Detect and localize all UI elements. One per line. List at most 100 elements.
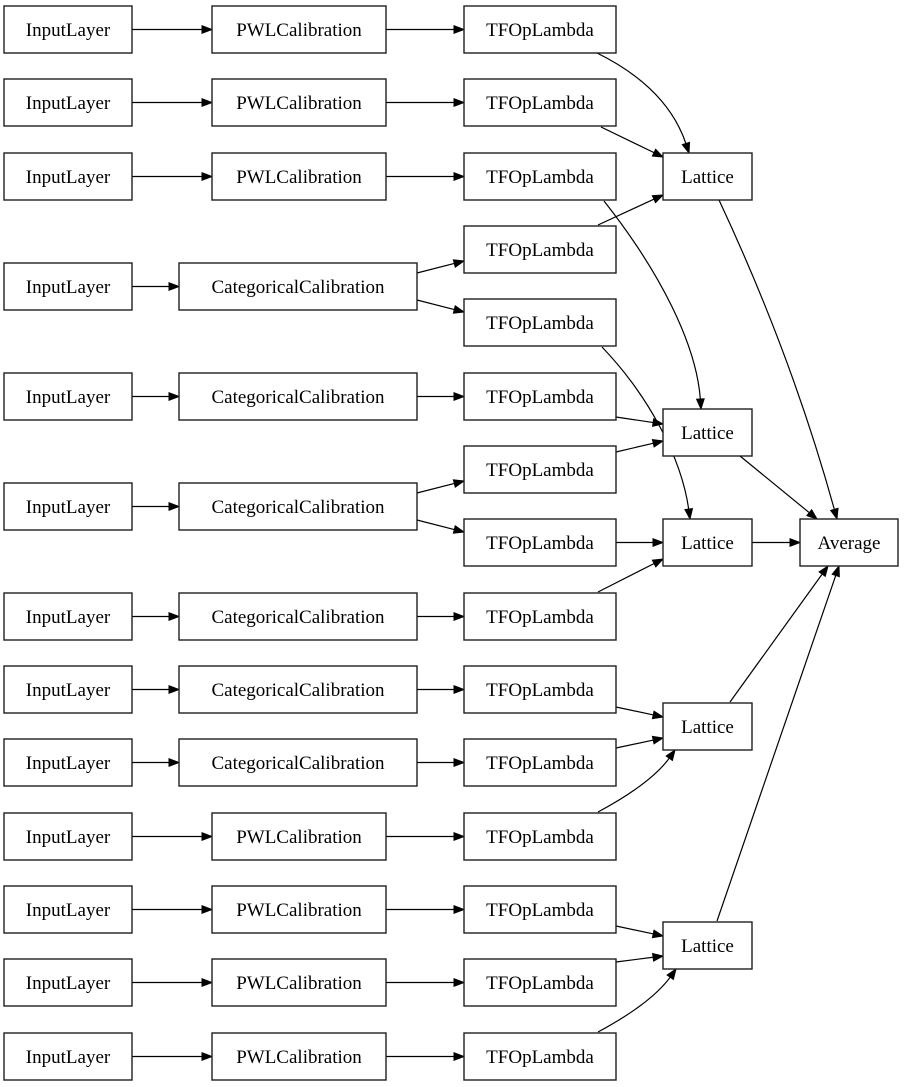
node-lat5: Lattice: [662, 921, 753, 970]
node-label: TFOpLambda: [486, 973, 594, 994]
node-cc4: CategoricalCalibration: [178, 592, 418, 641]
edge-line: [615, 739, 656, 749]
node-label: PWLCalibration: [236, 20, 362, 41]
node-il4: InputLayer: [3, 262, 133, 311]
node-label: Lattice: [681, 717, 734, 738]
arrowhead-icon: [452, 259, 466, 268]
edge-t7-lat2: [615, 438, 665, 453]
node-cc2: CategoricalCalibration: [178, 372, 418, 421]
arrowhead-icon: [681, 141, 691, 155]
edge-il4-cc1: [132, 281, 181, 292]
arrowhead-icon: [684, 508, 694, 521]
node-box: [3, 592, 133, 641]
node-label: TFOpLambda: [486, 240, 594, 261]
node-t2: TFOpLambda: [463, 78, 617, 127]
edge-t11-lat4: [615, 735, 665, 749]
edge-line: [615, 925, 656, 935]
edge-t3-lat2: [603, 200, 705, 411]
edge-il9-cc6: [132, 757, 181, 768]
node-box: [178, 592, 418, 641]
node-t3: TFOpLambda: [463, 152, 617, 201]
node-label: InputLayer: [26, 1047, 111, 1068]
node-box: [178, 262, 418, 311]
node-box: [178, 738, 418, 787]
node-t4: TFOpLambda: [463, 225, 617, 274]
node-il10: InputLayer: [3, 812, 133, 861]
node-label: InputLayer: [26, 497, 111, 518]
node-box: [662, 921, 753, 970]
node-box: [799, 518, 899, 567]
node-box: [178, 482, 418, 531]
node-box: [463, 665, 617, 714]
node-label: InputLayer: [26, 680, 111, 701]
node-label: TFOpLambda: [486, 167, 594, 188]
edge-pwl2-t2: [386, 97, 466, 108]
node-label: TFOpLambda: [486, 753, 594, 774]
edge-line: [597, 197, 656, 226]
arrowhead-icon: [829, 507, 839, 521]
node-box: [178, 665, 418, 714]
node-lat4: Lattice: [662, 702, 753, 751]
edge-line: [716, 573, 837, 922]
node-box: [211, 958, 387, 1007]
edge-t12-lat4: [597, 748, 676, 813]
edge-cc1-t5: [416, 299, 466, 314]
node-box: [3, 372, 133, 421]
arrowhead-icon: [651, 735, 665, 745]
node-il5: InputLayer: [3, 372, 133, 421]
node-box: [3, 665, 133, 714]
edge-line: [615, 416, 656, 424]
edge-t4-lat1: [597, 194, 665, 226]
node-label: InputLayer: [26, 607, 111, 628]
arrowhead-icon: [453, 831, 466, 842]
arrowhead-icon: [652, 537, 665, 548]
node-t6: TFOpLambda: [463, 372, 617, 421]
arrowhead-icon: [453, 904, 466, 915]
arrowhead-icon: [201, 97, 214, 108]
arrowhead-icon: [789, 537, 802, 548]
node-lat2: Lattice: [662, 408, 753, 457]
edge-il12-pwl6: [132, 977, 214, 988]
node-box: [211, 885, 387, 934]
node-box: [178, 372, 418, 421]
edge-line: [596, 52, 688, 146]
node-label: InputLayer: [26, 387, 111, 408]
arrowhead-icon: [652, 952, 665, 962]
edge-pwl7-t15: [386, 1051, 466, 1062]
node-label: TFOpLambda: [486, 607, 594, 628]
node-t15: TFOpLambda: [463, 1032, 617, 1081]
node-box: [463, 592, 617, 641]
node-label: CategoricalCalibration: [211, 497, 385, 518]
node-t14: TFOpLambda: [463, 958, 617, 1007]
edge-t14-lat5: [615, 952, 665, 963]
arrowhead-icon: [453, 391, 466, 402]
edge-il10-pwl4: [132, 831, 214, 842]
node-box: [3, 812, 133, 861]
edge-t8-lat3: [616, 537, 665, 548]
edge-line: [718, 199, 836, 512]
edge-line: [416, 299, 457, 311]
node-label: CategoricalCalibration: [211, 607, 385, 628]
node-lat3: Lattice: [662, 518, 753, 567]
node-label: InputLayer: [26, 93, 111, 114]
edge-lat4-avg: [729, 564, 829, 703]
node-il9: InputLayer: [3, 738, 133, 787]
node-label: InputLayer: [26, 827, 111, 848]
node-box: [3, 262, 133, 311]
node-box: [463, 78, 617, 127]
node-t7: TFOpLambda: [463, 445, 617, 494]
node-il2: InputLayer: [3, 78, 133, 127]
edge-lat5-avg: [716, 564, 840, 922]
node-t8: TFOpLambda: [463, 518, 617, 567]
node-il8: InputLayer: [3, 665, 133, 714]
arrowhead-icon: [453, 977, 466, 988]
edge-pwl1-t1: [386, 24, 466, 35]
arrowhead-icon: [168, 684, 181, 695]
node-label: InputLayer: [26, 167, 111, 188]
arrowhead-icon: [453, 1051, 466, 1062]
node-cc3: CategoricalCalibration: [178, 482, 418, 531]
node-label: InputLayer: [26, 900, 111, 921]
edge-t9-lat3: [597, 558, 665, 593]
edge-cc1-t4: [416, 259, 466, 274]
